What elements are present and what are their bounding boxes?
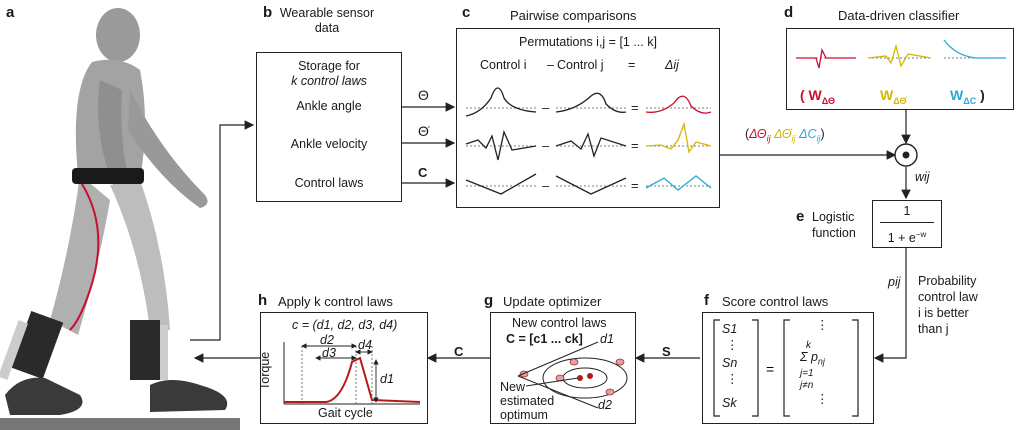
sum-dots-top: ⋮ bbox=[816, 318, 829, 332]
prob-line-4: than j bbox=[918, 322, 949, 336]
sum-j1: j=1 bbox=[800, 368, 814, 379]
score-s1: S1 bbox=[722, 322, 738, 336]
s-arrow-label: S bbox=[662, 344, 671, 359]
logistic-numerator: 1 bbox=[903, 204, 911, 218]
prob-line-2: control law bbox=[918, 290, 978, 304]
score-brackets: = bbox=[713, 319, 859, 417]
optimizer-box bbox=[490, 312, 636, 424]
sensor-storage-box bbox=[256, 52, 402, 202]
score-sk: Sk bbox=[722, 396, 737, 410]
wij-label: wij bbox=[915, 170, 930, 184]
svg-text:–: – bbox=[542, 178, 550, 193]
storage-label-k: k control laws bbox=[291, 74, 367, 88]
panel-h-title: Apply k control laws bbox=[278, 294, 393, 309]
sum-top: k bbox=[806, 340, 811, 351]
new-label: New bbox=[500, 380, 526, 394]
panel-a-letter: a bbox=[6, 4, 15, 21]
panel-g-letter: g bbox=[484, 292, 494, 309]
equals-label: = bbox=[628, 58, 636, 72]
panel-b-letter: b bbox=[263, 4, 273, 21]
fraction-line bbox=[880, 222, 934, 223]
panel-h-letter: h bbox=[258, 292, 268, 309]
function-label: function bbox=[812, 226, 856, 240]
score-box bbox=[702, 312, 874, 424]
d2-label: d2 bbox=[598, 398, 612, 412]
minus-label: – bbox=[547, 58, 554, 72]
svg-text:=: = bbox=[766, 361, 774, 377]
panel-f-title: Score control laws bbox=[722, 294, 829, 309]
control-laws-label: Control laws bbox=[294, 176, 364, 190]
control-j-label: Control j bbox=[557, 58, 604, 72]
pairwise-box bbox=[456, 28, 720, 208]
sum-jn: j≠n bbox=[800, 380, 814, 391]
new-laws-label: New control laws bbox=[512, 316, 607, 330]
c-symbol: C bbox=[418, 165, 428, 180]
panel-f-letter: f bbox=[704, 292, 709, 309]
score-dots-1: ⋮ bbox=[726, 338, 739, 352]
panel-c-letter: c bbox=[462, 4, 471, 21]
logistic-denominator: 1 + e−w bbox=[887, 230, 927, 246]
storage-label: Storage for bbox=[298, 59, 360, 73]
panel-c-title: Pairwise comparisons bbox=[510, 8, 637, 23]
control-i-label: Control i bbox=[480, 58, 527, 72]
torque-plot bbox=[283, 342, 421, 405]
panel-d-letter: d bbox=[784, 4, 794, 21]
walking-person-illustration bbox=[0, 8, 240, 430]
panel-b-title: Wearable sensor data bbox=[279, 6, 375, 35]
sum-dots-bottom: ⋮ bbox=[816, 392, 829, 406]
score-dots-2: ⋮ bbox=[726, 372, 739, 386]
theta-dot-symbol: Θ̇ bbox=[418, 123, 429, 139]
d4-dim: d4 bbox=[358, 338, 372, 352]
panel-e-letter: e bbox=[796, 208, 805, 225]
score-sn: Sn bbox=[722, 356, 738, 370]
logistic-box bbox=[872, 200, 942, 248]
c-definition: C = [c1 ... ck] bbox=[506, 332, 583, 346]
svg-text:–: – bbox=[542, 138, 550, 153]
d1-dim: d1 bbox=[380, 372, 394, 386]
panel-d-title: Data-driven classifier bbox=[838, 8, 960, 23]
classifier-box bbox=[786, 28, 1014, 110]
delta-ij-label: Δij bbox=[665, 58, 679, 72]
svg-text:=: = bbox=[631, 100, 639, 115]
svg-text:=: = bbox=[631, 138, 639, 153]
c-equation: c = (d1, d2, d3, d4) bbox=[292, 318, 398, 332]
w-dc-label: WΔC ) bbox=[950, 87, 985, 106]
panel-g-title: Update optimizer bbox=[503, 294, 602, 309]
estimated-label: estimated bbox=[500, 394, 555, 408]
torque-axis-label: Torque bbox=[258, 351, 272, 390]
prob-line-1: Probability bbox=[918, 274, 977, 288]
sum-expression: Σ pnj bbox=[800, 350, 825, 367]
d3-dim: d3 bbox=[322, 346, 336, 360]
gait-axis-label: Gait cycle bbox=[318, 406, 373, 420]
prob-line-3: i is better bbox=[918, 306, 969, 320]
optimum-label: optimum bbox=[500, 408, 548, 422]
w-dtheta-label: ( WΔΘ bbox=[800, 87, 835, 106]
permutations-label: Permutations i,j = [1 ... k] bbox=[519, 35, 657, 49]
w-dthetadot-label: WΔΘ̇ bbox=[880, 87, 907, 106]
logistic-label: Logistic bbox=[812, 210, 855, 224]
d2-dim: d2 bbox=[320, 333, 334, 347]
svg-text:=: = bbox=[631, 178, 639, 193]
theta-symbol: Θ bbox=[418, 87, 429, 103]
svg-text:–: – bbox=[542, 100, 550, 115]
ankle-angle-label: Ankle angle bbox=[296, 99, 362, 113]
classifier-weights bbox=[796, 39, 1006, 69]
c-arrow-label: C bbox=[454, 344, 464, 359]
pairwise-waveforms: – = – = – = bbox=[465, 87, 712, 195]
apply-box bbox=[260, 312, 428, 424]
delta-vector-label: (ΔΘij ΔΘ̇ij ΔCij) bbox=[745, 127, 825, 144]
pij-label: pij bbox=[888, 275, 901, 289]
optimizer-diagram bbox=[517, 341, 628, 409]
ankle-velocity-label: Ankle velocity bbox=[290, 137, 368, 151]
d1-label: d1 bbox=[600, 332, 614, 346]
